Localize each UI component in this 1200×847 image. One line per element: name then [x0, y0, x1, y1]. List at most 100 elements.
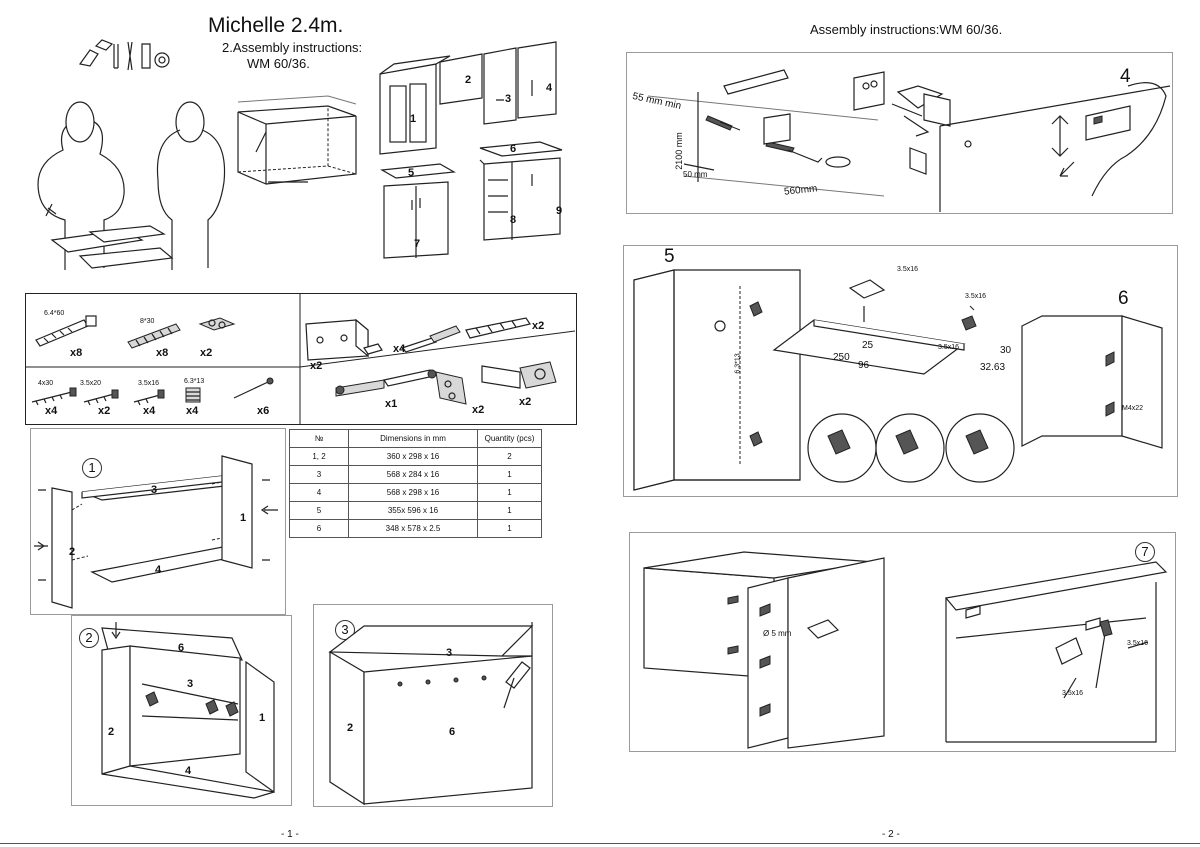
cabinet-3-label: 3 [505, 93, 512, 105]
hinge-plate-icon [435, 371, 467, 405]
step-5-dim-250: 250 [833, 352, 850, 363]
cell-quantity: 1 [477, 519, 542, 538]
frame-dimension-drawing [237, 95, 357, 185]
cell-dimensions: 568 x 298 x 16 [348, 483, 478, 502]
assembly-people-illustration [37, 101, 226, 270]
header-quantity: Quantity (pcs) [477, 429, 542, 448]
step-2-part-4: 4 [185, 765, 192, 777]
step-6-screw-label: M4x22 [1122, 405, 1144, 412]
screw-3-5x16-icon [133, 389, 165, 406]
wood-screw-icon [35, 315, 97, 347]
document-model: WM 60/36. [247, 56, 310, 71]
screw-4x30-qty: x4 [45, 405, 58, 417]
cap-qty: x2 [200, 347, 213, 359]
table-row: 3 568 x 284 x 16 1 [289, 465, 542, 484]
header-number: № [289, 429, 349, 448]
cell-dimensions: 568 x 284 x 16 [348, 465, 478, 484]
rail-qty: x2 [532, 320, 545, 332]
screw-3-5x20-spec: 3.5x20 [80, 380, 102, 387]
screw-spec-label: 6.4*60 [44, 310, 65, 317]
screw-6-3x13-icon [185, 387, 201, 403]
page-number-2: - 2 - [882, 829, 900, 840]
page2-title: Assembly instructions:WM 60/36. [810, 22, 1003, 37]
screw-3-5x16-qty: x4 [143, 405, 156, 417]
step-4-label: 4 [1120, 66, 1131, 87]
step-3-part-3: 3 [446, 647, 453, 659]
plug-qty: x8 [156, 347, 169, 359]
screw-6-3x13-qty: x4 [186, 405, 199, 417]
step-5-screw2-label: 3.5x16 [965, 293, 987, 300]
table-row: 1, 2 360 x 298 x 16 2 [289, 447, 542, 466]
step-1-part-2: 2 [69, 546, 76, 558]
cell-quantity: 1 [477, 501, 542, 520]
cell-quantity: 2 [477, 447, 542, 466]
step-5-dim-6-3x13: 6.3*13 [734, 353, 742, 374]
screw-3-5x20-icon [83, 389, 119, 406]
step-1-part-1: 1 [240, 512, 247, 524]
step-7-illustration [643, 551, 1168, 749]
step-3-badge: 3 [335, 620, 355, 640]
nail-qty: x6 [257, 405, 270, 417]
step-7-drill-label: Ø 5 mm [763, 629, 792, 638]
step-4-dim-2100: 2100 mm [673, 132, 684, 170]
cabinet-4-label: 4 [546, 82, 553, 94]
cell-number: 3 [289, 465, 349, 484]
step-2-illustration [101, 622, 275, 799]
table-row: 5 355x 596 x 16 1 [289, 501, 542, 520]
step-4-panel [626, 52, 1173, 214]
cell-number: 5 [289, 501, 349, 520]
step-6-label: 6 [1118, 288, 1129, 309]
header-dimensions: Dimensions in mm [348, 429, 478, 448]
hinge-qty: x2 [519, 396, 532, 408]
screw-4x30-icon [31, 387, 77, 406]
step-7-screw2-label: 3.5x16 [1062, 690, 1084, 697]
step-2-part-2: 2 [108, 726, 115, 738]
step-7-screw-label: 3.5x16 [1127, 640, 1149, 647]
hardware-box [25, 293, 577, 425]
cell-number: 6 [289, 519, 349, 538]
tools-icon [78, 39, 170, 71]
cabinet-6-label: 6 [510, 143, 517, 155]
cabinet-1-label: 1 [410, 113, 417, 125]
step-5-dim-32-63: 32.63 [980, 362, 1006, 373]
gas-lift-qty: x1 [385, 398, 398, 410]
dimensions-table-header: № Dimensions in mm Quantity (pcs) [289, 429, 542, 448]
step-1-part-3: 3 [151, 484, 158, 496]
step-1-part-4: 4 [155, 564, 162, 576]
dowel-qty: x4 [393, 343, 406, 355]
cabinet-8-label: 8 [510, 214, 517, 226]
hinge-plate-qty: x2 [472, 404, 485, 416]
step-3-part-6: 6 [449, 726, 456, 738]
step-5-screw-label: 3.5x16 [897, 266, 919, 273]
step-5-illustration [633, 269, 1163, 491]
step-5-dim-96: 96 [858, 360, 870, 371]
table-row: 6 348 x 578 x 2.5 1 [289, 519, 542, 538]
cabinet-2-label: 2 [465, 74, 472, 86]
cabinet-5-label: 5 [408, 167, 415, 179]
cell-dimensions: 360 x 298 x 16 [348, 447, 478, 466]
wall-plug-icon [127, 323, 181, 349]
step-2-part-3: 3 [187, 678, 194, 690]
nail-icon [233, 377, 274, 399]
cell-quantity: 1 [477, 483, 542, 502]
screw-6-3x13-spec: 6.3*13 [184, 378, 205, 385]
step-1-badge: 1 [82, 458, 102, 478]
step-5-screw3-label: 3.5x16 [938, 344, 960, 351]
cabinet-9-label: 9 [556, 205, 563, 217]
cell-dimensions: 348 x 578 x 2.5 [348, 519, 478, 538]
page-bottom-border [0, 843, 1200, 844]
plug-spec-label: 8*30 [140, 318, 155, 325]
hardware-dividers [25, 293, 576, 424]
cabinet-7-label: 7 [414, 238, 421, 250]
cell-number: 1, 2 [289, 447, 349, 466]
table-row: 4 568 x 298 x 16 1 [289, 483, 542, 502]
cell-number: 4 [289, 483, 349, 502]
bracket-qty: x2 [310, 360, 323, 372]
dimensions-table: № Dimensions in mm Quantity (pcs) 1, 2 3… [289, 429, 542, 538]
cell-dimensions: 355x 596 x 16 [348, 501, 478, 520]
cell-quantity: 1 [477, 465, 542, 484]
cabinet-overview-illustration [379, 41, 563, 259]
screw-4x30-spec: 4x30 [38, 380, 54, 387]
step-5-dim-30: 30 [1000, 345, 1012, 356]
step-7-badge: 7 [1135, 542, 1155, 562]
